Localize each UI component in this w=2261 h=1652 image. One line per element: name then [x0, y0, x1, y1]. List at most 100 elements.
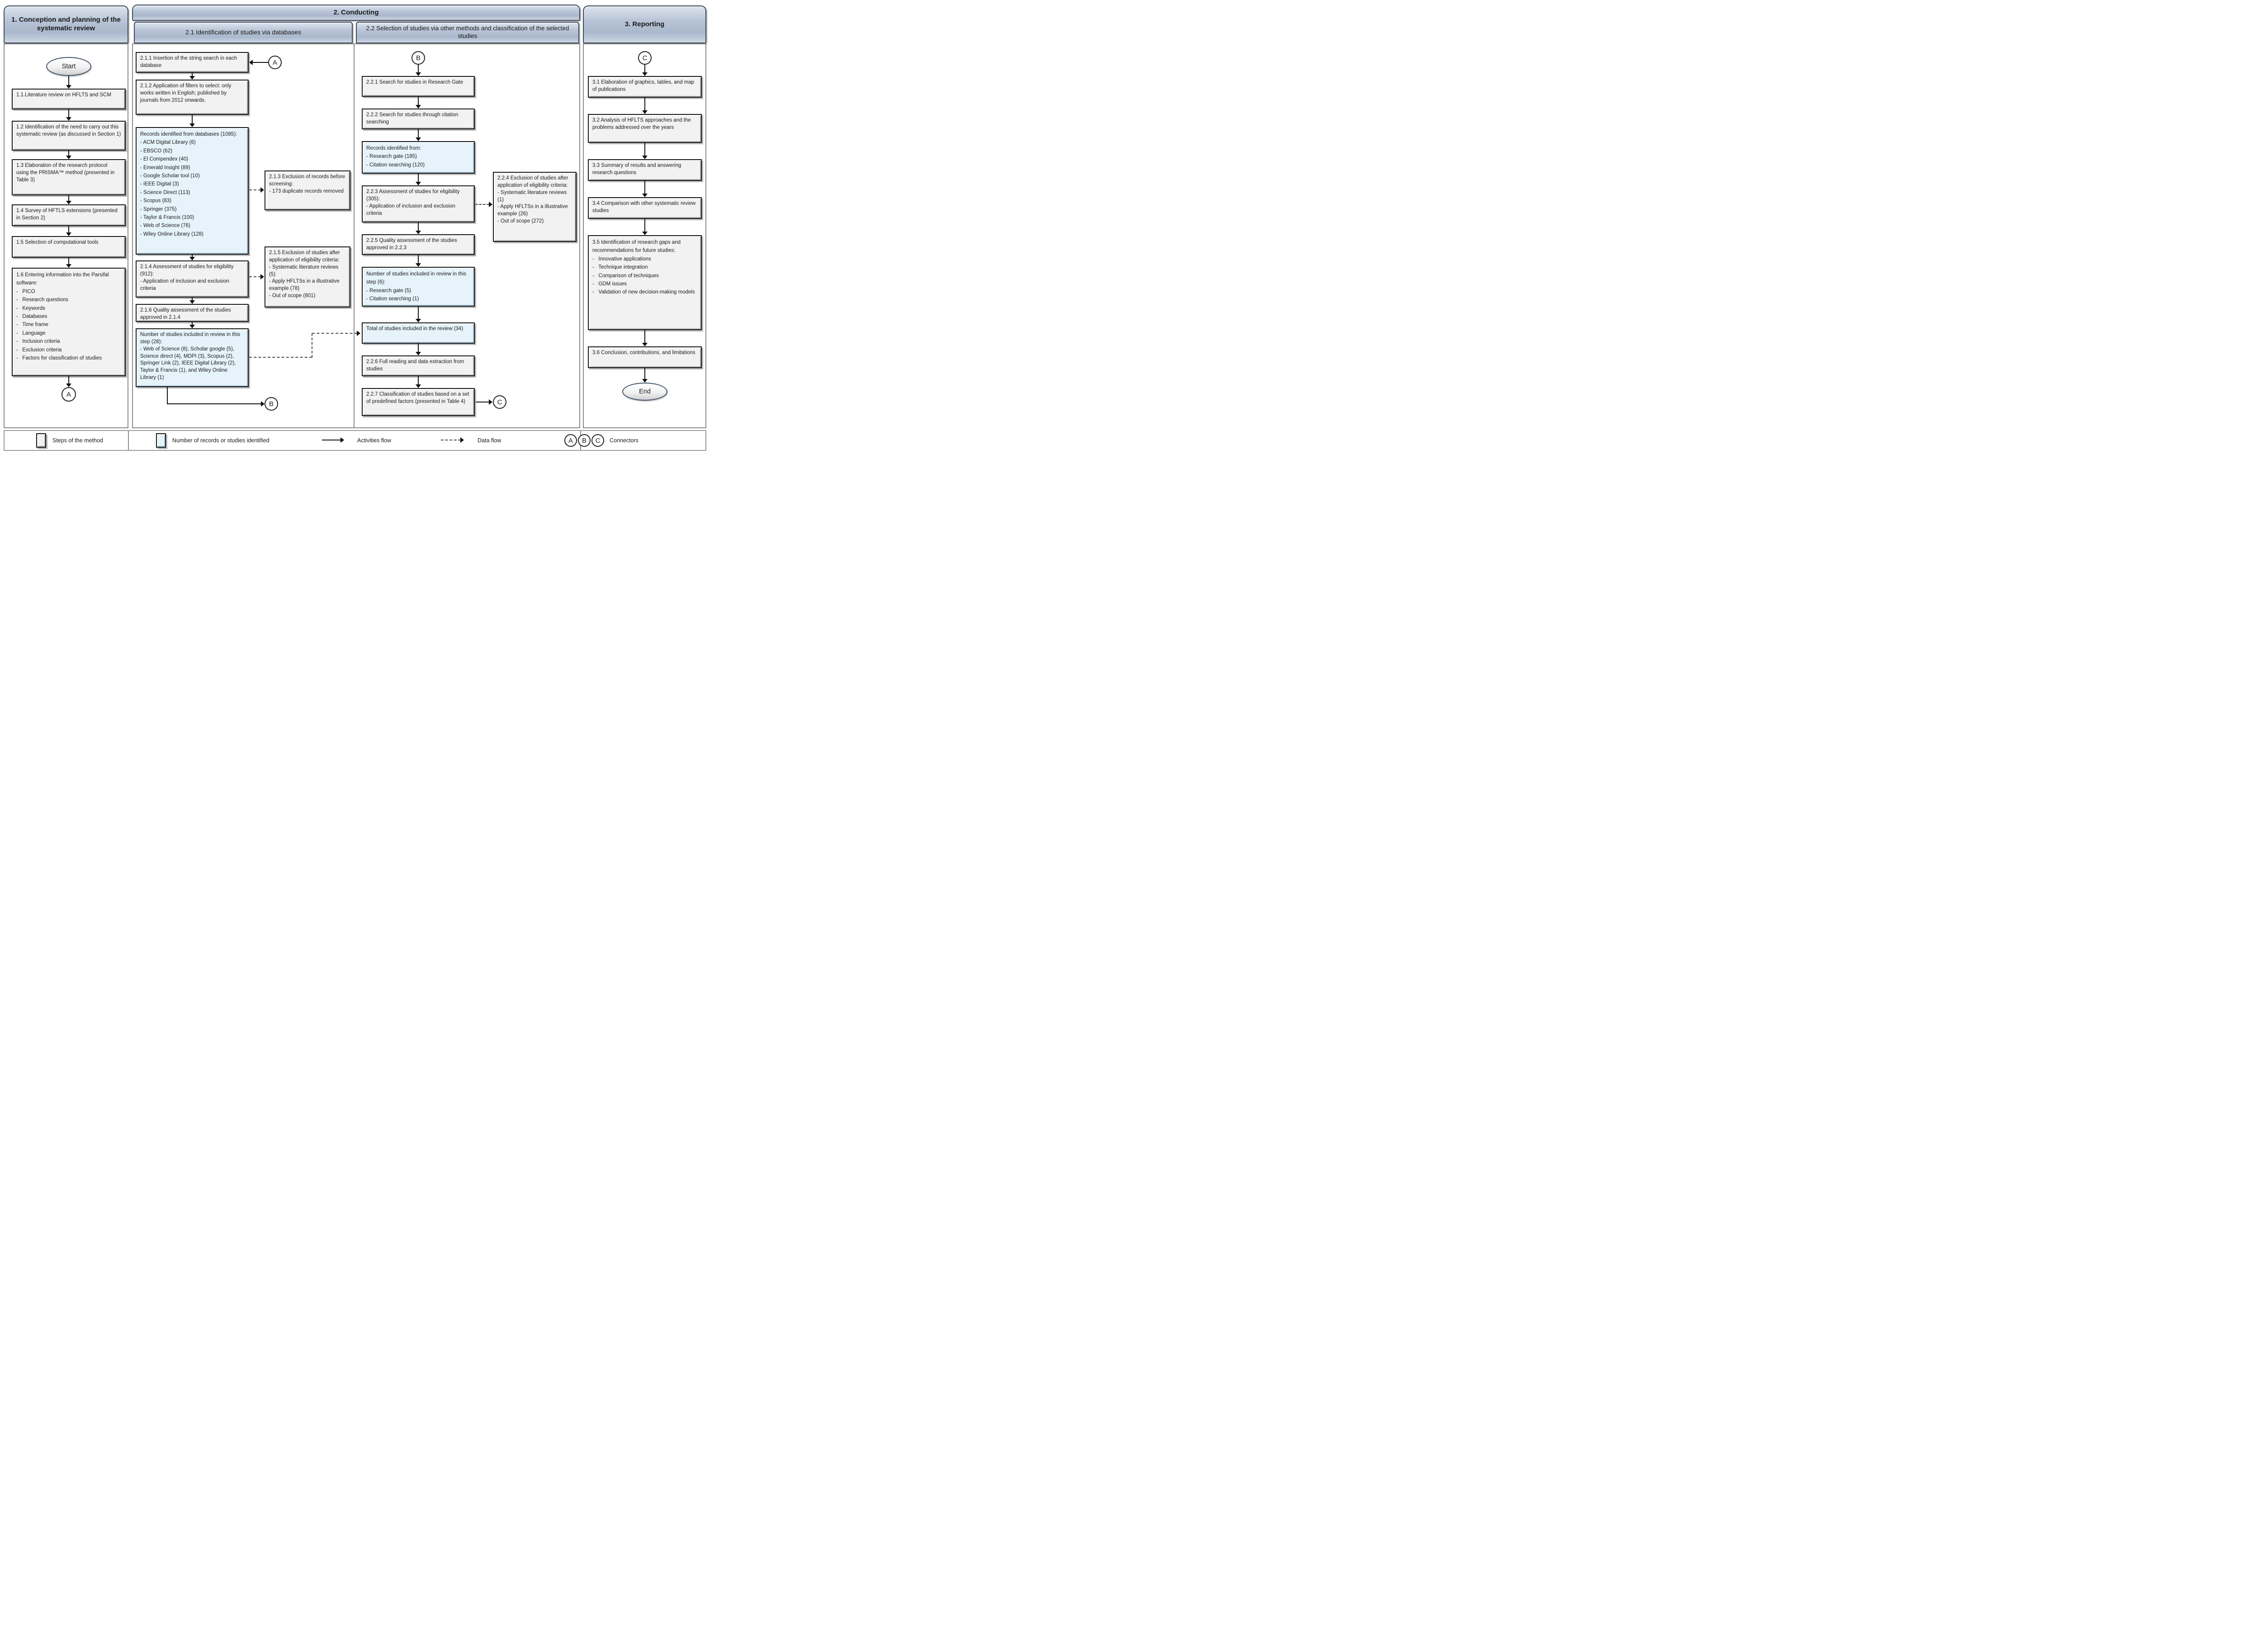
- step-2-1-6: 2.1.6 Quality assessment of the studies …: [136, 304, 249, 322]
- flow-arrowhead: [189, 123, 195, 127]
- flow-arrowhead: [416, 231, 421, 234]
- flow-arrow-line: [418, 344, 419, 352]
- data-flow-dash: [249, 276, 261, 277]
- flow-arrow-line: [418, 129, 419, 138]
- connector-b-line-v: [167, 387, 168, 404]
- step-3-3: 3.3 Summary of results and answering res…: [588, 159, 702, 181]
- connector-b-arrowhead: [261, 401, 265, 407]
- flow-arrowhead: [642, 232, 648, 235]
- flow-arrow-line: [418, 65, 419, 73]
- step-3-4: 3.4 Comparison with other systematic rev…: [588, 197, 702, 219]
- column-2-divider: [354, 43, 355, 428]
- step-2-1-3-exclusion: 2.1.3 Exclusion of records before screen…: [265, 170, 350, 210]
- flow-arrowhead: [416, 72, 421, 76]
- data-flow-dash: [312, 333, 357, 334]
- flow-arrow-line: [644, 98, 645, 111]
- flow-arrow-line: [418, 376, 419, 385]
- legend-activities-arrowhead: [341, 437, 344, 443]
- flow-arrowhead: [189, 300, 195, 304]
- flow-arrow-line: [644, 181, 645, 194]
- flow-arrowhead: [642, 379, 648, 383]
- flow-arrow-line: [418, 222, 419, 231]
- flow-arrow-line: [192, 255, 193, 257]
- data-flow-dash: [249, 357, 312, 358]
- flow-arrow-line: [418, 174, 419, 182]
- flow-arrowhead: [189, 325, 195, 328]
- flow-arrowhead: [66, 85, 71, 89]
- total-studies-included: Total of studies included in the review …: [362, 322, 475, 344]
- section-1-header: 1. Conception and planning of the system…: [4, 5, 128, 43]
- legend-records-swatch: [156, 433, 166, 448]
- flow-arrowhead: [416, 319, 421, 322]
- step-2-2-1: 2.2.1 Search for studies in Research Gat…: [362, 76, 475, 97]
- flow-arrowhead: [66, 264, 71, 268]
- flow-arrowhead: [642, 156, 648, 159]
- step-2-2-7: 2.2.7 Classification of studies based on…: [362, 388, 475, 416]
- section-2-header: 2. Conducting: [132, 5, 580, 21]
- connector-c-arrowhead: [489, 399, 492, 405]
- legend-connector-a: A: [564, 434, 577, 447]
- step-1-4: 1.4 Survey of HFTLS extensions (presente…: [12, 204, 126, 226]
- connector-a-arrowhead: [249, 60, 253, 65]
- flow-arrow-line: [68, 376, 69, 384]
- legend-records-label: Number of records or studies identified: [172, 437, 270, 444]
- connector-a-out: A: [61, 387, 76, 402]
- flow-arrow-line: [68, 195, 69, 201]
- flow-arrowhead: [416, 384, 421, 388]
- section-2-1-header: 2.1 Identification of studies via databa…: [134, 22, 353, 43]
- connector-c-in: C: [638, 51, 652, 65]
- data-flow-dash: [475, 204, 489, 205]
- legend-dataflow-arrowhead: [460, 437, 464, 443]
- flow-arrowhead: [416, 263, 421, 267]
- records-identified-databases: Records identified from databases (1085)…: [136, 127, 249, 255]
- connector-c-out: C: [493, 395, 506, 409]
- section-3-header: 3. Reporting: [583, 5, 706, 43]
- step-2-1-1: 2.1.1 Insertion of the string search in …: [136, 52, 249, 73]
- flow-arrowhead: [66, 201, 71, 204]
- step-2-2-6: 2.2.6 Full reading and data extraction f…: [362, 355, 475, 376]
- step-3-6: 3.6 Conclusion, contributions, and limit…: [588, 346, 702, 368]
- legend-connectors-label: Connectors: [610, 437, 639, 444]
- flow-arrowhead: [416, 182, 421, 185]
- flow-arrow-line: [68, 258, 69, 265]
- legend-steps-label: Steps of the method: [52, 437, 103, 444]
- step-2-2-4-exclusion: 2.2.4 Exclusion of studies after applica…: [493, 172, 577, 242]
- flow-arrowhead: [642, 343, 648, 346]
- step-3-2: 3.2 Analysis of HFLTS approaches and the…: [588, 114, 702, 143]
- flow-arrow-line: [68, 226, 69, 233]
- step-1-2: 1.2 Identification of the need to carry …: [12, 121, 126, 151]
- data-flow-arrowhead: [357, 331, 360, 336]
- step-2-1-5-exclusion: 2.1.5 Exclusion of studies after applica…: [265, 246, 350, 308]
- flow-arrowhead: [66, 117, 71, 121]
- flow-arrowhead: [66, 156, 71, 159]
- flow-arrow-line: [68, 76, 69, 85]
- flow-arrow-line: [192, 298, 193, 301]
- flow-arrowhead: [66, 232, 71, 236]
- studies-included-step-6: Number of studies included in review in …: [362, 267, 475, 307]
- step-1-6: 1.6 Entering information into the Parsif…: [12, 268, 126, 376]
- connector-a-line: [252, 62, 269, 63]
- flow-arrow-line: [192, 322, 193, 325]
- flow-arrow-line: [418, 97, 419, 105]
- start-terminator: Start: [46, 57, 91, 76]
- step-2-1-4: 2.1.4 Assessment of studies for eligibil…: [136, 260, 249, 298]
- legend-dataflow-label: Data flow: [478, 437, 501, 444]
- step-2-2-5: 2.2.5 Quality assessment of the studies …: [362, 234, 475, 255]
- data-flow-arrowhead: [260, 187, 264, 193]
- flow-arrow-line: [192, 115, 193, 124]
- flow-arrow-line: [644, 219, 645, 232]
- step-3-5: 3.5 Identification of research gaps and …: [588, 235, 702, 330]
- flow-arrow-line: [68, 109, 69, 118]
- flowchart-canvas: 1. Conception and planning of the system…: [0, 0, 709, 452]
- step-1-1: 1.1.Literature review on HFLTS and SCM: [12, 89, 126, 109]
- legend-divider: [128, 431, 129, 450]
- flow-arrowhead: [416, 137, 421, 141]
- flow-arrow-line: [418, 255, 419, 264]
- legend-step-swatch: [36, 433, 46, 448]
- flow-arrow-line: [644, 330, 645, 343]
- section-2-2-header: 2.2 Selection of studies via other metho…: [356, 22, 579, 43]
- step-1-3: 1.3 Elaboration of the research protocol…: [12, 159, 126, 195]
- connector-b-line-h: [167, 403, 261, 404]
- records-identified-other: Records identified from: - Research gate…: [362, 141, 475, 174]
- end-terminator: End: [622, 383, 667, 401]
